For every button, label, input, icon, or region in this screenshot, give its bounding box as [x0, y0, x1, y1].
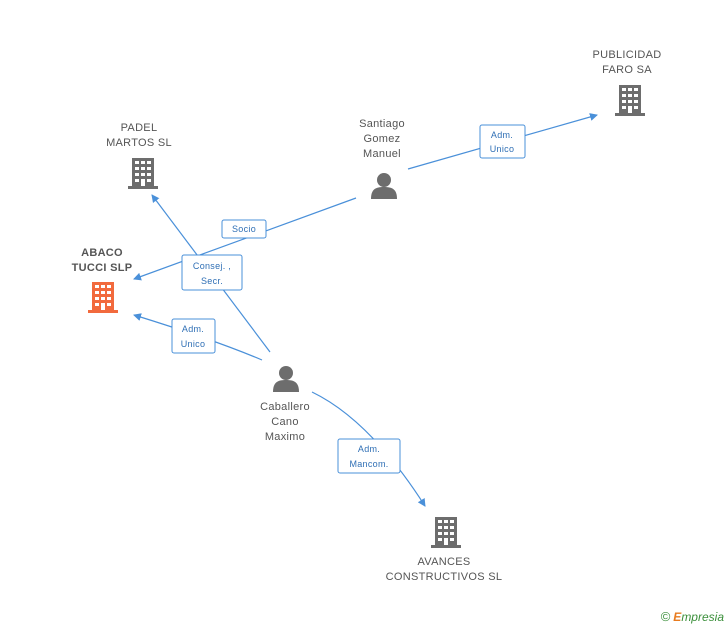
person-icon: [273, 366, 299, 392]
edge-label-line: Adm.: [182, 324, 204, 334]
node-label-line: PADEL: [121, 122, 158, 134]
edge-label-line: Socio: [232, 224, 256, 234]
edge-label-caballero-padel[interactable]: Consej. , Secr.: [181, 254, 243, 291]
node-label-line: Manuel: [363, 148, 401, 160]
node-label-line: Gomez: [364, 133, 401, 145]
node-label-line: Cano: [271, 416, 299, 428]
node-label-line: Maximo: [265, 431, 305, 443]
edge-label-caballero-abaco[interactable]: Adm. Unico: [171, 318, 216, 354]
copyright-icon: ©: [660, 609, 671, 624]
node-publicidad-faro[interactable]: PUBLICIDAD FARO SA: [592, 49, 661, 116]
node-label-line: PUBLICIDAD: [592, 49, 661, 61]
building-icon: [615, 85, 645, 116]
node-label-line: MARTOS SL: [106, 137, 172, 149]
node-caballero-cano[interactable]: Caballero Cano Maximo: [260, 366, 310, 443]
edge-label-line: Mancom.: [349, 459, 388, 469]
brand-logo: ©Empresia: [661, 609, 724, 624]
building-icon: [128, 158, 158, 189]
edge-label-caballero-avances[interactable]: Adm. Mancom.: [337, 438, 401, 474]
edge-label-line: Unico: [490, 144, 515, 154]
edge-caballero-avances: [311, 391, 426, 507]
edge-label-line: Adm.: [491, 130, 513, 140]
brand-initial: E: [673, 610, 682, 624]
edge-label-line: Adm.: [358, 444, 380, 454]
node-avances-constructivos[interactable]: AVANCES CONSTRUCTIVOS SL: [386, 517, 503, 583]
brand-name: mpresia: [681, 610, 724, 624]
edge-label-line: Unico: [181, 339, 206, 349]
node-label-line: TUCCI SLP: [72, 262, 133, 274]
node-label-line: CONSTRUCTIVOS SL: [386, 571, 503, 583]
edge-label-santiago-abaco[interactable]: Socio: [221, 219, 267, 239]
node-label-line: AVANCES: [417, 556, 470, 568]
node-padel-martos[interactable]: PADEL MARTOS SL: [106, 122, 172, 189]
node-santiago-gomez[interactable]: Santiago Gomez Manuel: [359, 118, 405, 199]
edge-label-line: Consej. ,: [193, 261, 231, 271]
node-label-line: Santiago: [359, 118, 405, 130]
person-icon: [371, 173, 397, 199]
building-icon: [431, 517, 461, 548]
node-label-line: Caballero: [260, 401, 310, 413]
node-label-line: ABACO: [81, 247, 123, 259]
edge-label-santiago-publicidad[interactable]: Adm. Unico: [479, 124, 526, 159]
building-icon: [88, 282, 118, 313]
edge-label-line: Secr.: [201, 276, 223, 286]
node-abaco-tucci[interactable]: ABACO TUCCI SLP: [72, 247, 133, 313]
node-label-line: FARO SA: [602, 64, 652, 76]
